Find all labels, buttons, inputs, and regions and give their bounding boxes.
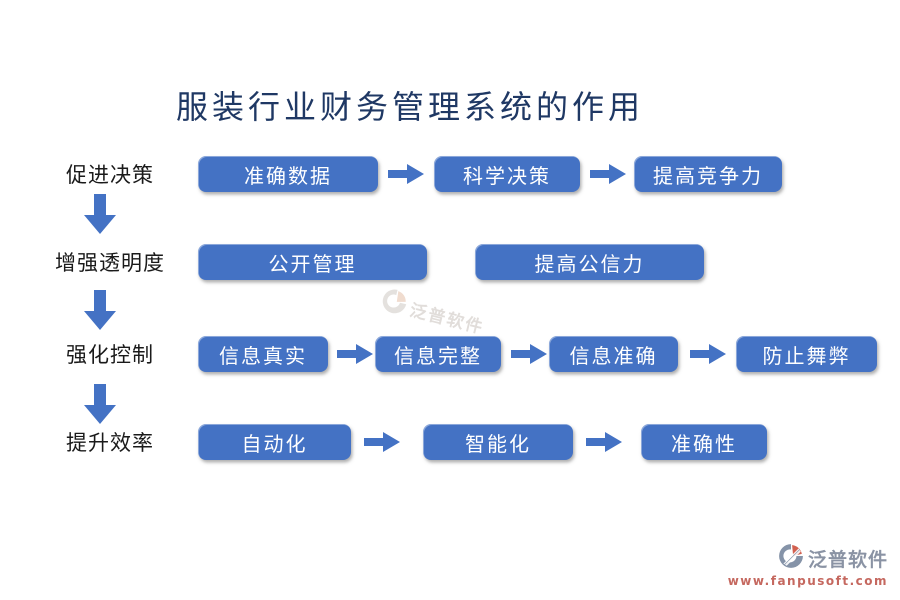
brand-footer: 泛普软件 www.fanpusoft.com bbox=[728, 543, 888, 588]
arrow-down-icon bbox=[84, 290, 116, 330]
flow-box: 信息完整 bbox=[375, 336, 501, 372]
flow-box: 智能化 bbox=[423, 424, 573, 460]
arrow-right-icon bbox=[690, 343, 726, 365]
brand-name: 泛普软件 bbox=[807, 548, 888, 571]
flow-box: 自动化 bbox=[198, 424, 351, 460]
flow-box: 信息真实 bbox=[198, 336, 328, 372]
arrow-right-icon bbox=[511, 343, 547, 365]
flow-box: 准确性 bbox=[641, 424, 767, 460]
brand-url: www.fanpusoft.com bbox=[727, 574, 888, 588]
arrow-right-icon bbox=[388, 163, 424, 185]
row-label-2: 强化控制 bbox=[66, 343, 154, 367]
flow-box: 信息准确 bbox=[549, 336, 678, 372]
row-label-0: 促进决策 bbox=[66, 163, 154, 187]
page-title: 服装行业财务管理系统的作用 bbox=[175, 88, 644, 126]
row-label-3: 提升效率 bbox=[66, 431, 154, 455]
arrow-right-icon bbox=[364, 431, 400, 453]
flow-box: 公开管理 bbox=[198, 244, 427, 280]
flow-box: 防止舞弊 bbox=[736, 336, 877, 372]
arrow-right-icon bbox=[586, 431, 622, 453]
brand-logo-icon bbox=[778, 543, 804, 573]
flow-box: 准确数据 bbox=[198, 156, 378, 192]
arrow-down-icon bbox=[84, 194, 116, 234]
arrow-right-icon bbox=[590, 163, 626, 185]
arrow-down-icon bbox=[84, 384, 116, 424]
row-label-1: 增强透明度 bbox=[55, 251, 165, 275]
flow-box: 科学决策 bbox=[434, 156, 580, 192]
arrow-right-icon bbox=[337, 343, 373, 365]
flow-box: 提高竞争力 bbox=[634, 156, 782, 192]
flow-box: 提高公信力 bbox=[475, 244, 704, 280]
